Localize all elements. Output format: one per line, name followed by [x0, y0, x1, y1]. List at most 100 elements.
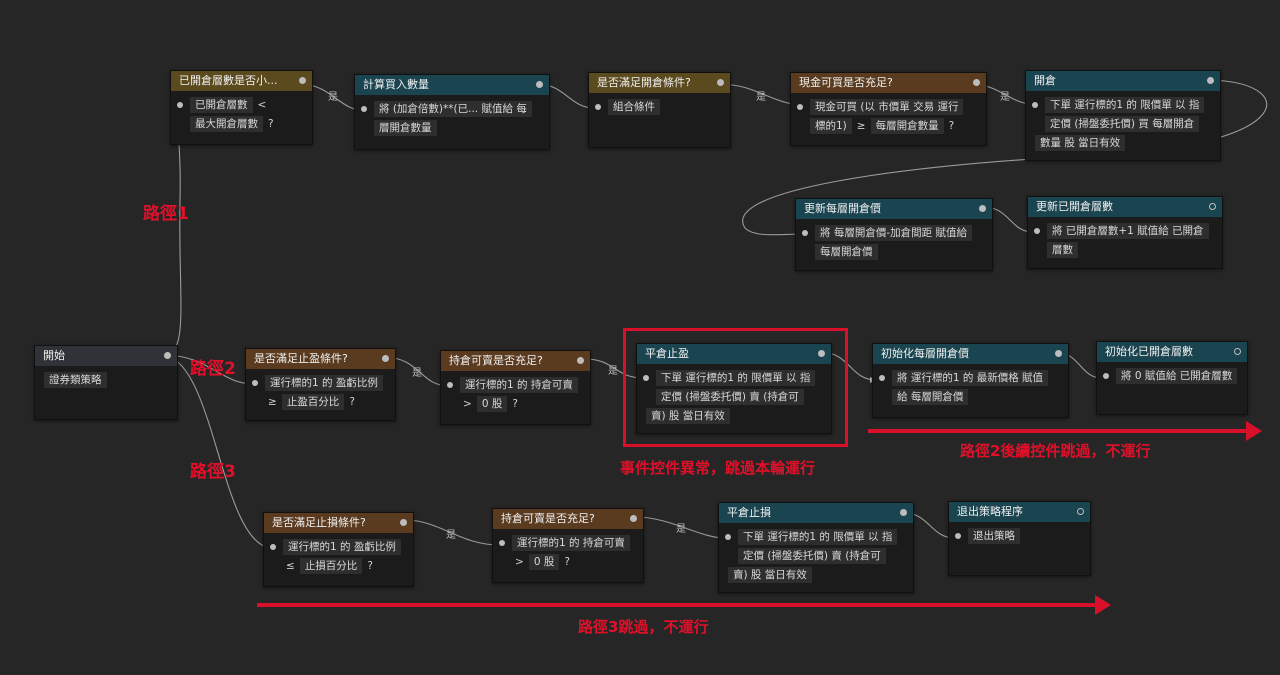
input-port-icon[interactable] — [1034, 228, 1040, 234]
wire-sl-to-hold2 — [404, 519, 500, 546]
expr-token: 層數 — [1047, 242, 1078, 258]
input-port-icon[interactable] — [177, 102, 183, 108]
input-port-icon[interactable] — [1032, 102, 1038, 108]
input-port-icon[interactable] — [802, 230, 808, 236]
path2-skip-note: 路徑2後續控件跳過，不運行 — [960, 442, 1151, 460]
node-title: 開倉 — [1034, 74, 1056, 87]
yes-label: 是 — [608, 366, 618, 377]
expr-token: 將 0 賦值給 已開倉層數 — [1116, 368, 1238, 384]
expr-token: 定價 (掃盤委托價) 賣 (持倉可 — [656, 389, 804, 405]
strategy-type-token: 證券類策略 — [44, 372, 107, 388]
operator: ≥ — [268, 396, 277, 408]
output-port-icon[interactable] — [900, 509, 907, 516]
input-port-icon[interactable] — [725, 534, 731, 540]
expr-token: 將 運行標的1 的 最新價格 賦值 — [892, 370, 1049, 386]
output-port-icon[interactable] — [818, 350, 825, 357]
input-port-icon[interactable] — [955, 533, 961, 539]
expr-token: 定價 (掃盤委托價) 買 每層開倉 — [1045, 116, 1200, 132]
expr-token: 運行標的1 的 盈虧比例 — [283, 539, 401, 555]
expr-token: 止損百分比 — [299, 558, 363, 574]
expr-token: 賣) 股 當日有效 — [728, 567, 812, 583]
expr-token: 0 股 — [476, 396, 508, 412]
node-update-price[interactable]: 更新每層開倉價 將 每層開倉價-加倉間距 賦值給 每層開倉價 — [795, 198, 993, 271]
node-init-price[interactable]: 初始化每層開倉價 將 運行標的1 的 最新價格 賦值 給 每層開倉價 — [872, 343, 1069, 418]
output-port-icon[interactable] — [299, 77, 306, 84]
output-port-icon[interactable] — [577, 357, 584, 364]
expr-token: 每層開倉數量 — [870, 118, 944, 134]
output-port-ring-icon[interactable] — [1209, 203, 1216, 210]
expr-token: 將 (加倉倍數)**(已... 賦值給 每 — [374, 101, 532, 117]
node-tp-cond[interactable]: 是否滿足止盈條件? 運行標的1 的 盈虧比例 ≥止盈百分比? — [245, 348, 396, 421]
node-title: 計算買入數量 — [363, 78, 429, 91]
output-port-icon[interactable] — [979, 205, 986, 212]
node-init-layers[interactable]: 初始化已開倉層數 將 0 賦值給 已開倉層數 — [1096, 341, 1248, 415]
input-port-icon[interactable] — [643, 375, 649, 381]
node-title: 更新已開倉層數 — [1036, 200, 1113, 213]
question-mark: ? — [512, 398, 518, 410]
expr-token: 0 股 — [528, 554, 560, 570]
expr-token: 定價 (掃盤委托價) 賣 (持倉可 — [738, 548, 886, 564]
output-port-icon[interactable] — [400, 519, 407, 526]
node-start[interactable]: 開始 證券類策略 — [34, 345, 178, 420]
node-exit[interactable]: 退出策略程序 退出策略 — [948, 501, 1091, 576]
expr-token: 已開倉層數 — [190, 97, 253, 113]
expr-token: 層開倉數量 — [374, 120, 437, 136]
output-port-icon[interactable] — [717, 79, 724, 86]
input-port-icon[interactable] — [270, 544, 276, 550]
output-port-ring-icon[interactable] — [1234, 348, 1241, 355]
expr-token: 標的1) — [810, 118, 852, 134]
node-update-layers[interactable]: 更新已開倉層數 將 已開倉層數+1 賦值給 已開倉 層數 — [1027, 196, 1223, 269]
expr-token: 現金可買 (以 市價單 交易 運行 — [810, 99, 964, 115]
expr-token: 將 每層開倉價-加倉間距 賦值給 — [815, 225, 972, 241]
node-close-sl[interactable]: 平倉止損 下單 運行標的1 的 限價單 以 指 定價 (掃盤委托價) 賣 (持倉… — [718, 502, 914, 593]
path3-label: 路徑3 — [190, 462, 236, 482]
node-open-position[interactable]: 開倉 下單 運行標的1 的 限價單 以 指 定價 (掃盤委托價) 買 每層開倉 … — [1025, 70, 1221, 161]
output-port-ring-icon[interactable] — [1077, 508, 1084, 515]
output-port-icon[interactable] — [382, 355, 389, 362]
output-port-icon[interactable] — [164, 352, 171, 359]
node-close-tp[interactable]: 平倉止盈 下單 運行標的1 的 限價單 以 指 定價 (掃盤委托價) 賣 (持倉… — [636, 343, 832, 434]
node-title: 持倉可賣是否充足? — [501, 512, 595, 525]
node-calc-qty[interactable]: 計算買入數量 將 (加倉倍數)**(已... 賦值給 每 層開倉數量 — [354, 74, 550, 150]
input-port-icon[interactable] — [447, 382, 453, 388]
input-port-icon[interactable] — [499, 540, 505, 546]
operator: < — [257, 99, 267, 111]
question-mark: ? — [349, 396, 355, 408]
yes-label: 是 — [328, 92, 338, 103]
input-port-icon[interactable] — [595, 104, 601, 110]
expr-token: 下單 運行標的1 的 限價單 以 指 — [738, 529, 898, 545]
output-port-icon[interactable] — [536, 81, 543, 88]
output-port-icon[interactable] — [1055, 350, 1062, 357]
output-port-icon[interactable] — [973, 79, 980, 86]
node-cash-check[interactable]: 現金可買是否充足? 現金可買 (以 市價單 交易 運行 標的1)≥每層開倉數量? — [790, 72, 987, 146]
input-port-icon[interactable] — [361, 106, 367, 112]
node-title: 已開倉層數是否小... — [179, 74, 278, 87]
node-title: 更新每層開倉價 — [804, 202, 881, 215]
question-mark: ? — [948, 120, 955, 132]
node-title: 是否滿足止損條件? — [272, 516, 366, 529]
path2-label: 路徑2 — [190, 359, 236, 379]
expr-token: 止盈百分比 — [281, 394, 345, 410]
output-port-icon[interactable] — [630, 515, 637, 522]
path3-skip-arrow — [257, 595, 1111, 615]
expr-token: 每層開倉價 — [815, 244, 878, 260]
path1-label: 路徑1 — [143, 204, 189, 224]
expr-token: 給 每層開倉價 — [892, 389, 969, 405]
input-port-icon[interactable] — [1103, 373, 1109, 379]
expr-token: 將 已開倉層數+1 賦值給 已開倉 — [1047, 223, 1209, 239]
input-port-icon[interactable] — [879, 375, 885, 381]
input-port-icon[interactable] — [252, 380, 258, 386]
error-highlight-box — [623, 328, 848, 447]
yes-label: 是 — [446, 530, 456, 541]
operator: ≥ — [856, 120, 866, 132]
node-hold-sell-2[interactable]: 持倉可賣是否充足? 運行標的1 的 持倉可賣 >0 股? — [492, 508, 644, 583]
output-port-icon[interactable] — [1207, 77, 1214, 84]
node-hold-sell-1[interactable]: 持倉可賣是否充足? 運行標的1 的 持倉可賣 >0 股? — [440, 350, 591, 425]
node-layer-check[interactable]: 已開倉層數是否小... 已開倉層數< 最大開倉層數? — [170, 70, 313, 145]
operator: ≤ — [286, 560, 295, 572]
node-sl-cond[interactable]: 是否滿足止損條件? 運行標的1 的 盈虧比例 ≤止損百分比? — [263, 512, 414, 587]
error-note: 事件控件異常，跳過本輪運行 — [620, 459, 816, 477]
node-open-cond[interactable]: 是否滿足開倉條件? 組合條件 — [588, 72, 731, 148]
input-port-icon[interactable] — [797, 104, 803, 110]
expr-token: 組合條件 — [608, 99, 660, 115]
